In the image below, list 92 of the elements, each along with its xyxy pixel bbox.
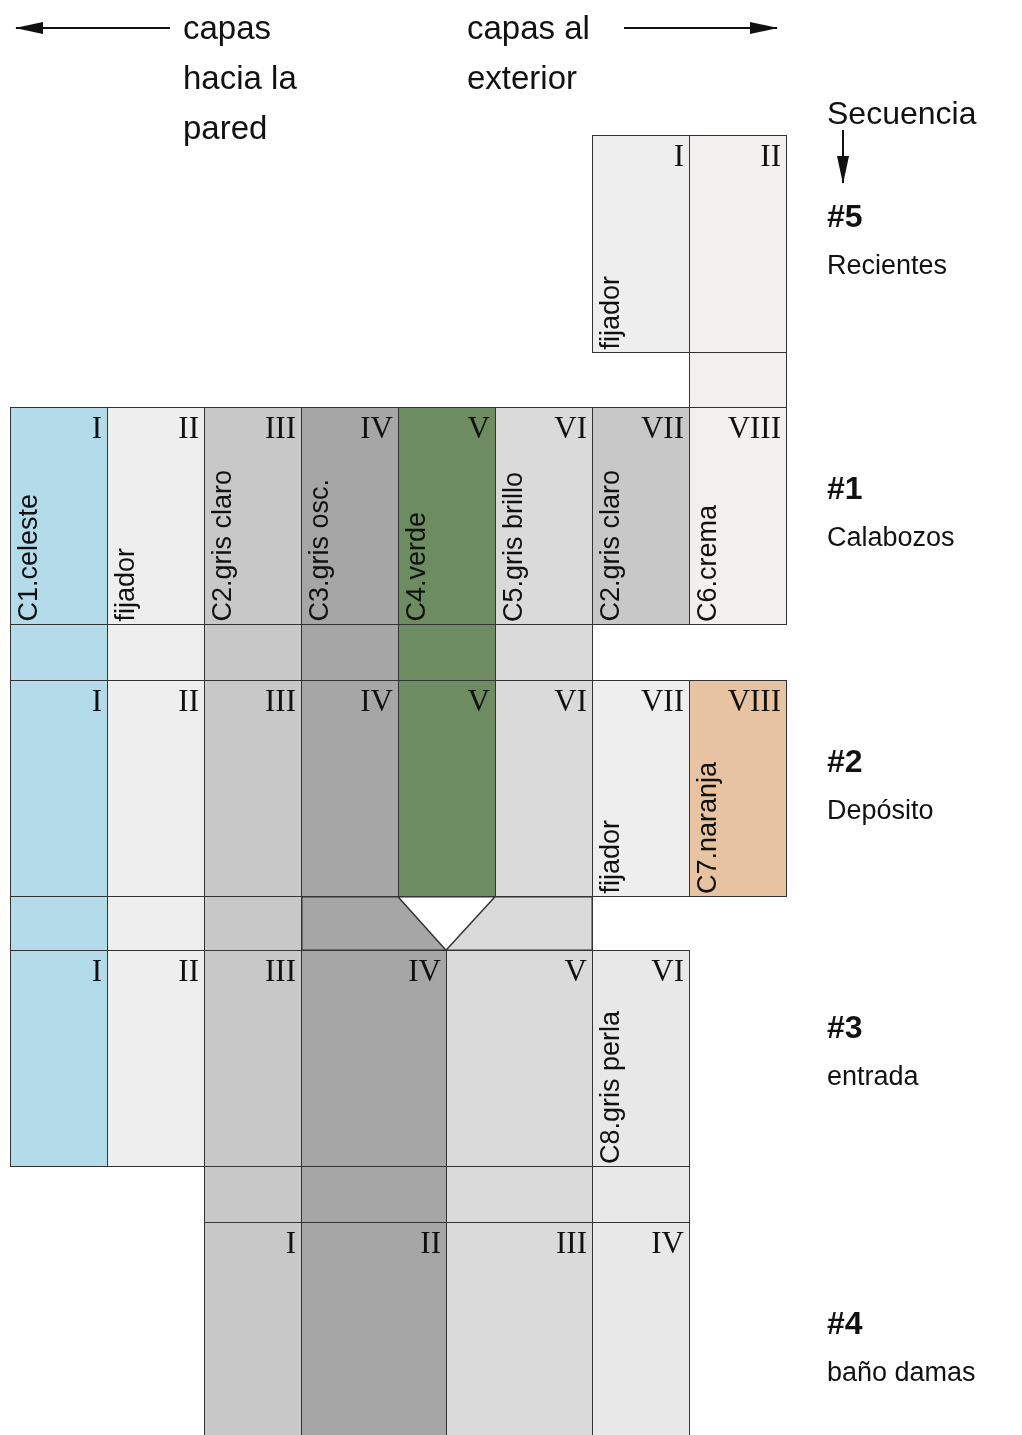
layer-cell	[592, 135, 690, 353]
layer-cell	[107, 407, 205, 625]
layer-cell	[689, 135, 787, 353]
layer-number: VIII	[727, 685, 781, 716]
layer-number: VII	[640, 412, 684, 443]
layer-number: IV	[651, 1227, 684, 1258]
layer-number: III	[265, 685, 296, 716]
layer-number: V	[467, 685, 490, 716]
layer-label: C3.gris osc.	[305, 479, 334, 622]
layer-band	[107, 624, 205, 681]
layer-number: I	[91, 412, 102, 443]
layer-number: I	[285, 1227, 296, 1258]
layer-band	[204, 624, 302, 681]
layer-cell	[204, 1222, 302, 1435]
layer-cell	[446, 1222, 593, 1435]
sequence-number: #2	[827, 745, 863, 777]
layer-cell	[689, 680, 787, 897]
layer-number: VIII	[727, 412, 781, 443]
layer-number: II	[178, 955, 199, 986]
group-name: baño damas	[827, 1359, 976, 1386]
layer-number: II	[178, 685, 199, 716]
layer-cell	[592, 680, 690, 897]
layer-label: fijador	[596, 820, 625, 894]
layer-number: I	[673, 140, 684, 171]
layer-cell	[10, 950, 108, 1167]
layer-cell	[495, 407, 593, 625]
layer-band	[107, 896, 205, 951]
layer-label: C8.gris perla	[596, 1010, 625, 1164]
layer-number: VI	[651, 955, 684, 986]
layer-cell	[204, 950, 302, 1167]
layer-number: IV	[360, 685, 393, 716]
layer-band	[301, 896, 593, 951]
layer-label: C2.gris claro	[596, 470, 625, 622]
layer-band	[10, 896, 108, 951]
layer-number: III	[265, 412, 296, 443]
layer-number: II	[760, 140, 781, 171]
layer-cell	[204, 407, 302, 625]
layer-cell	[10, 680, 108, 897]
layer-cell	[592, 950, 690, 1167]
group-name: entrada	[827, 1063, 919, 1090]
group-name: Calabozos	[827, 524, 955, 551]
layer-band	[301, 624, 399, 681]
sequence-number: #3	[827, 1011, 863, 1043]
layer-label: C6.crema	[693, 504, 722, 622]
layer-cell	[592, 1222, 690, 1435]
layer-number: VI	[554, 685, 587, 716]
layer-number: I	[91, 685, 102, 716]
layer-band	[301, 1166, 447, 1223]
sequence-heading: Secuencia	[827, 94, 977, 133]
layer-number: V	[467, 412, 490, 443]
layer-cell	[689, 407, 787, 625]
layer-cell	[398, 407, 496, 625]
layer-number: V	[564, 955, 587, 986]
group-name: Depósito	[827, 797, 934, 824]
layer-cell	[592, 407, 690, 625]
layer-band	[10, 624, 108, 681]
layer-number: IV	[408, 955, 441, 986]
layer-number: III	[556, 1227, 587, 1258]
layer-cell	[107, 950, 205, 1167]
layer-label: C7.naranja	[693, 761, 722, 894]
layer-cell	[204, 680, 302, 897]
layer-number: I	[91, 955, 102, 986]
layer-band	[495, 624, 593, 681]
layer-band	[689, 352, 787, 408]
direction-label: capas hacia la pared	[183, 8, 298, 148]
layer-band	[592, 1166, 690, 1223]
layer-label: fijador	[111, 548, 140, 622]
layer-band	[204, 896, 302, 951]
layer-label: fijador	[596, 276, 625, 350]
layer-cell	[10, 407, 108, 625]
layer-cell	[398, 680, 496, 897]
layer-band	[446, 1166, 593, 1223]
layer-label: C1.celeste	[14, 494, 43, 622]
layer-label: C2.gris claro	[208, 470, 237, 622]
layer-number: VII	[640, 685, 684, 716]
layer-band	[398, 624, 496, 681]
layer-cell	[107, 680, 205, 897]
layer-number: II	[178, 412, 199, 443]
layer-band	[204, 1166, 302, 1223]
group-name: Recientes	[827, 252, 948, 279]
layer-number: IV	[360, 412, 393, 443]
layer-label: C5.gris brillo	[499, 471, 528, 622]
layer-number: III	[265, 955, 296, 986]
sequence-number: #1	[827, 472, 863, 504]
layer-label: C4.verde	[402, 512, 431, 622]
layer-cell	[301, 1222, 447, 1435]
layer-number: II	[420, 1227, 441, 1258]
sequence-number: #4	[827, 1307, 863, 1339]
direction-label: capas al exterior	[467, 8, 591, 98]
layer-number: VI	[554, 412, 587, 443]
layer-cell	[301, 407, 399, 625]
sequence-number: #5	[827, 200, 863, 232]
